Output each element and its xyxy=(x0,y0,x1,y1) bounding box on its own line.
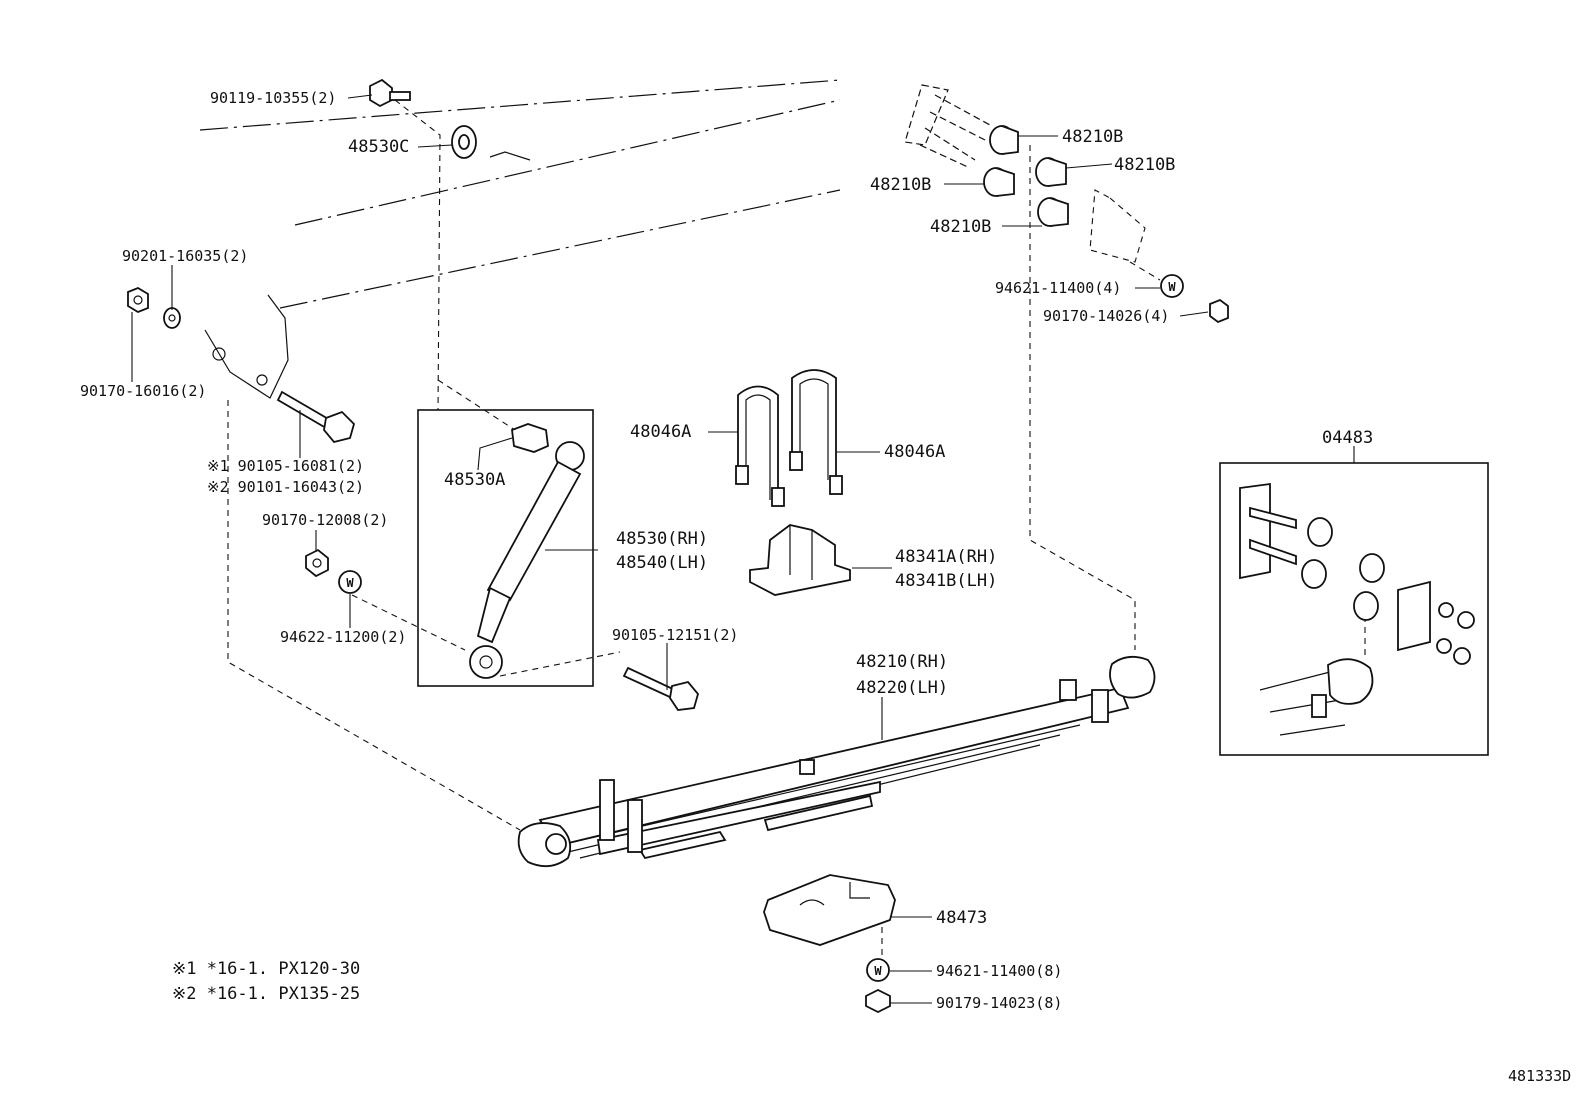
bolt-90105-16081-icon xyxy=(276,390,356,444)
bushing-48210b-3-icon xyxy=(983,167,1015,197)
label-48530-rh: 48530(RH) xyxy=(616,529,708,549)
label-90179-14023: 90179-14023(8) xyxy=(936,994,1062,1012)
washer-letter: W xyxy=(1168,280,1176,294)
spring-seat-48341-icon xyxy=(749,524,851,596)
label-48046a-left: 48046A xyxy=(630,422,691,442)
frame-rail xyxy=(199,79,841,399)
washer-94621-11400-8-icon: W xyxy=(866,958,890,982)
label-48341b-lh: 48341B(LH) xyxy=(895,571,997,591)
label-90170-12008: 90170-12008(2) xyxy=(262,511,388,529)
label-48210b-2: 48210B xyxy=(1114,155,1175,175)
u-bolt-48046a-right-icon xyxy=(789,369,843,495)
label-48210b-4: 48210B xyxy=(930,217,991,237)
washer-letter: W xyxy=(346,576,354,590)
bolt-90105-12151-icon xyxy=(622,666,699,711)
label-48473: 48473 xyxy=(936,908,987,928)
label-90201-16035: 90201-16035(2) xyxy=(122,247,248,265)
nut-90170-16016-icon xyxy=(127,286,149,314)
label-94621-11400-8: 94621-11400(8) xyxy=(936,962,1062,980)
label-48210b-1: 48210B xyxy=(1062,127,1123,147)
leader-lines xyxy=(131,94,1355,1004)
label-48341a-rh: 48341A(RH) xyxy=(895,547,997,567)
label-48530c: 48530C xyxy=(348,137,409,157)
label-90105-12151: 90105-12151(2) xyxy=(612,626,738,644)
label-48220-lh: 48220(LH) xyxy=(856,678,948,698)
u-bolt-48046a-left-icon xyxy=(735,385,785,507)
shackle-kit-04483-icon xyxy=(1239,482,1475,736)
shock-absorber-box xyxy=(417,409,594,687)
footnotes: ※1 *16-1. PX120-30 ※2 *16-1. PX135-25 xyxy=(172,959,360,1004)
washer-94621-11400-4-icon: W xyxy=(1160,274,1184,298)
nut-90170-12008-icon xyxy=(305,548,329,578)
label-94622-11200: 94622-11200(2) xyxy=(280,628,406,646)
washer-48530c-icon xyxy=(451,125,477,159)
rear-hanger-bracket xyxy=(904,84,991,169)
washer-letter: W xyxy=(874,964,882,978)
lock-washer-90201-icon xyxy=(163,307,181,329)
part-labels: 90119-10355(2) 48530C 90201-16035(2) 901… xyxy=(80,89,1373,1012)
label-90101-16043: ※2 90101-16043(2) xyxy=(207,478,364,496)
label-48210b-3: 48210B xyxy=(870,175,931,195)
footnote-2: ※2 *16-1. PX135-25 xyxy=(172,984,360,1004)
label-48530a: 48530A xyxy=(444,470,505,490)
leaf-spring-48210-icon xyxy=(517,655,1156,868)
bushing-48210b-2-icon xyxy=(1035,157,1067,187)
label-48210-rh: 48210(RH) xyxy=(856,652,948,672)
washer-94622-icon: W xyxy=(338,570,362,594)
label-94621-11400-4: 94621-11400(4) xyxy=(995,279,1121,297)
label-48046a-right: 48046A xyxy=(884,442,945,462)
figure-id: 481333D xyxy=(1508,1067,1571,1085)
nut-90179-14023-icon xyxy=(865,988,891,1014)
bolt-90119-icon xyxy=(369,78,411,108)
label-04483: 04483 xyxy=(1322,428,1373,448)
axle-pad-48473-icon xyxy=(763,874,896,946)
label-90105-16081: ※1 90105-16081(2) xyxy=(207,457,364,475)
shock-absorber-icon xyxy=(469,423,585,679)
nut-90170-14026-icon xyxy=(1209,298,1229,324)
bushing-48210b-1-icon xyxy=(989,125,1019,155)
label-90170-14026: 90170-14026(4) xyxy=(1043,307,1169,325)
bushing-48210b-4-icon xyxy=(1037,197,1069,227)
assembly-lines xyxy=(227,99,1366,960)
label-48540-lh: 48540(LH) xyxy=(616,553,708,573)
footnote-1: ※1 *16-1. PX120-30 xyxy=(172,959,360,979)
label-90170-16016: 90170-16016(2) xyxy=(80,382,206,400)
label-90119-10355: 90119-10355(2) xyxy=(210,89,336,107)
